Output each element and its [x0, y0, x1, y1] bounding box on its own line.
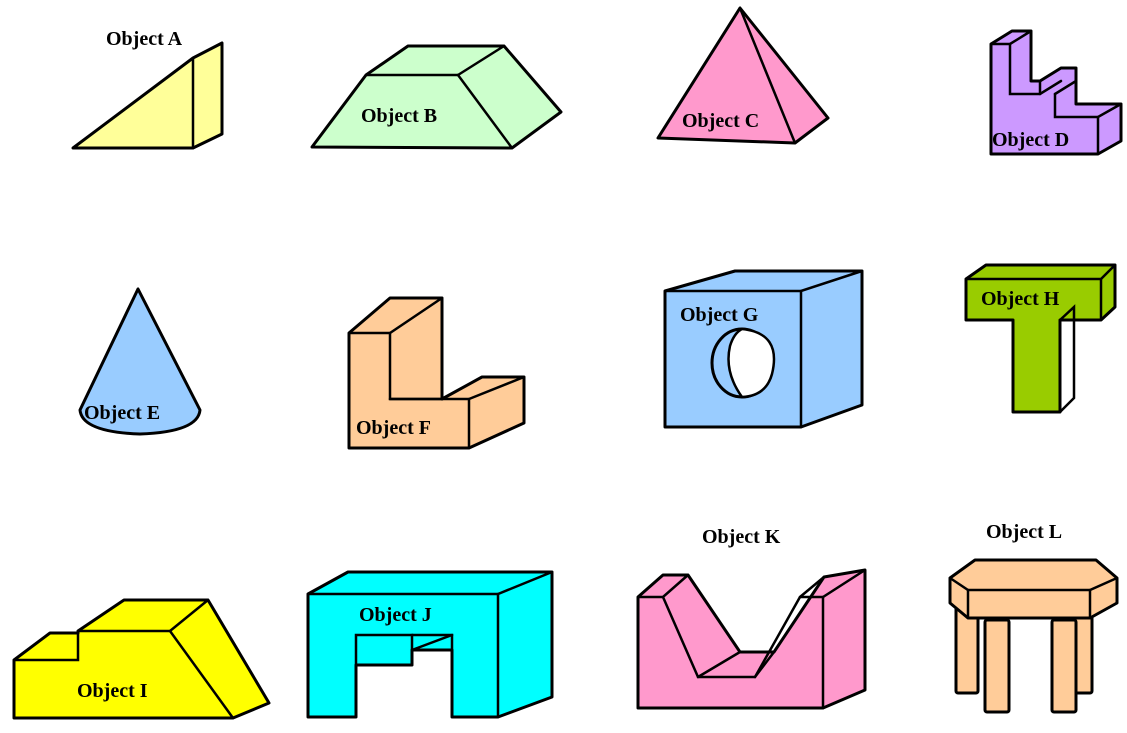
object-c: Object C: [656, 6, 830, 145]
object-i-shape: [12, 598, 271, 720]
object-a-shape: [71, 41, 224, 150]
object-l-leg-4: [1050, 618, 1078, 714]
object-f-shape: [347, 296, 526, 450]
object-e: Object E: [78, 287, 202, 436]
object-e-shape: [78, 287, 202, 436]
object-f: Object F: [347, 296, 526, 450]
object-d: Object D: [989, 29, 1123, 156]
object-a: Object A: [71, 28, 224, 150]
object-g: Object G: [663, 269, 864, 429]
object-l: Object L: [948, 521, 1119, 714]
object-f-label: Object F: [356, 417, 431, 439]
object-h: Object H: [964, 263, 1117, 414]
object-b-label: Object B: [361, 105, 437, 127]
object-a-label: Object A: [106, 28, 183, 50]
object-e-label: Object E: [84, 402, 160, 424]
object-h-label: Object H: [981, 288, 1060, 310]
object-i-label: Object I: [77, 680, 148, 702]
object-j-label: Object J: [359, 604, 432, 626]
object-i: Object I: [12, 598, 271, 720]
object-j: Object J: [306, 570, 554, 719]
object-k-label: Object K: [702, 526, 781, 548]
object-k: Object K: [636, 526, 867, 710]
object-l-label: Object L: [986, 521, 1062, 543]
object-b-shape: [310, 44, 563, 150]
object-g-label: Object G: [680, 304, 759, 326]
object-c-label: Object C: [682, 110, 759, 132]
object-l-leg-3: [983, 618, 1011, 714]
object-d-label: Object D: [992, 129, 1069, 151]
object-g-hole: [727, 327, 776, 399]
object-b: Object B: [310, 44, 563, 150]
